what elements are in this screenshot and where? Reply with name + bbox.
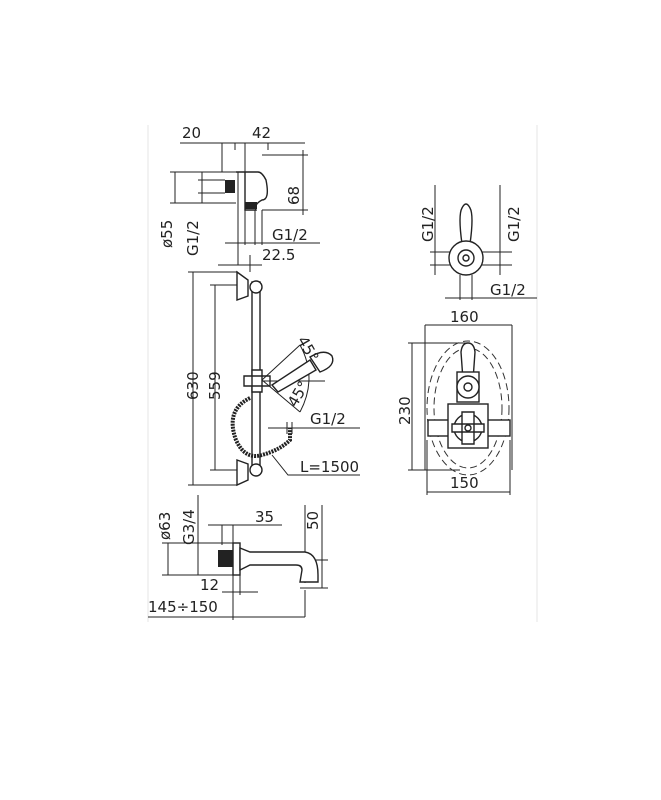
elbow-dim-42: 42 xyxy=(252,124,271,142)
valve-dim-230: 230 xyxy=(396,396,414,425)
hose xyxy=(230,396,292,458)
elbow-thread-outlet xyxy=(245,202,257,209)
spout-dim-projection: 145÷150 xyxy=(148,598,218,616)
spout-thread xyxy=(218,550,233,567)
hose-length-label: L=1500 xyxy=(300,458,359,476)
rail-dim-630: 630 xyxy=(184,371,202,400)
rail-dim-559: 559 xyxy=(206,371,224,400)
spout-thread-label: G3/4 xyxy=(180,509,198,545)
spout-dim-diameter: ø63 xyxy=(156,512,174,540)
wall-elbow: 20 42 ø55 G1/2 68 G1/2 22.5 xyxy=(158,124,320,272)
spout-dim-50: 50 xyxy=(304,511,322,530)
valve-thread-bottom-label: G1/2 xyxy=(490,281,526,299)
elbow-dim-22-5: 22.5 xyxy=(262,246,295,264)
elbow-thread-inlet xyxy=(225,180,235,193)
elbow-thread-inlet-label: G1/2 xyxy=(184,220,202,256)
valve-top-view: G1/2 G1/2 G1/2 xyxy=(419,185,537,300)
elbow-thread-outlet-label: G1/2 xyxy=(272,226,308,244)
hose-thread-label: G1/2 xyxy=(310,410,346,428)
elbow-dim-diameter: ø55 xyxy=(158,220,176,248)
spout-dim-12: 12 xyxy=(200,576,219,594)
valve-dim-160: 160 xyxy=(450,308,479,326)
valve-dim-150: 150 xyxy=(450,474,479,492)
valve-thread-left-label: G1/2 xyxy=(419,206,437,242)
elbow-dim-20: 20 xyxy=(182,124,201,142)
valve-thread-right-label: G1/2 xyxy=(505,206,523,242)
spout: ø63 G3/4 35 50 12 145÷150 xyxy=(148,495,328,620)
spout-dim-35: 35 xyxy=(255,508,274,526)
slide-rail: 630 559 45° 45° G1/2 L=1500 xyxy=(184,270,360,487)
elbow-dim-68: 68 xyxy=(285,186,303,205)
valve-front-view: 160 230 150 xyxy=(396,308,513,495)
